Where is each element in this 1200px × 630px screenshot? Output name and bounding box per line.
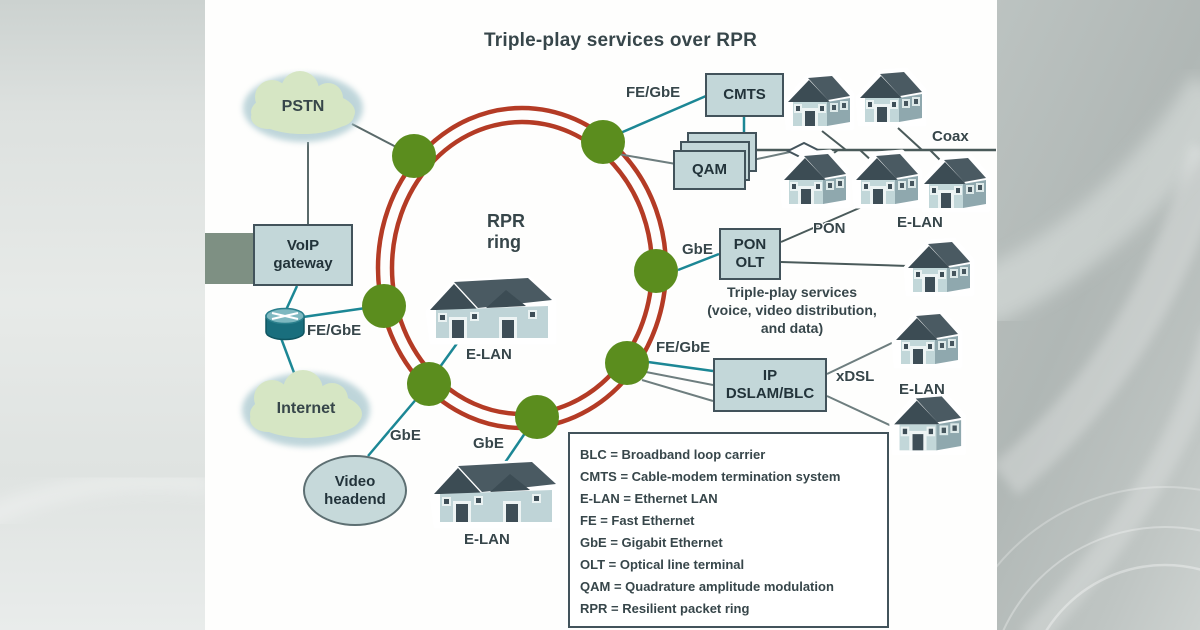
house-icon: [894, 312, 960, 366]
rpr-ring-label: RPR ring: [487, 211, 526, 252]
xdsl-label: xDSL: [836, 368, 875, 385]
legend-item: FE = Fast Ethernet: [580, 513, 695, 528]
gray-band: [205, 233, 253, 284]
house-icon: [858, 70, 924, 124]
rpr-node: [362, 284, 406, 328]
legend-item: CMTS = Cable-modem termination system: [580, 469, 841, 484]
legend-item: E-LAN = Ethernet LAN: [580, 491, 718, 506]
house-icon: [782, 152, 848, 206]
ip-dslam-blc-box: IP DSLAM/BLC: [713, 358, 827, 412]
gbe-video-label: GbE: [390, 427, 421, 444]
internet-cloud: [242, 370, 370, 447]
house-icon: [906, 240, 972, 294]
elan-label-center: E-LAN: [466, 346, 512, 363]
cmts-box: CMTS: [705, 73, 784, 117]
fe-gbe-router-label: FE/GbE: [307, 322, 362, 339]
house-icon: [432, 462, 558, 526]
ring-nodes: [362, 120, 678, 439]
house-icon: [854, 152, 920, 206]
voip-gateway-box: VoIP gateway: [253, 224, 353, 286]
rpr-node: [634, 249, 678, 293]
fe-gbe-cmts-label: FE/GbE: [626, 84, 681, 101]
services-note: Triple-play services (voice, video distr…: [707, 284, 877, 336]
router-icon: [265, 307, 305, 341]
house-icon: [892, 394, 963, 452]
fe-gbe-dslam-label: FE/GbE: [656, 339, 711, 356]
pon-olt-box: PON OLT: [719, 228, 781, 280]
legend-box: BLC = Broadband loop carrier CMTS = Cabl…: [568, 432, 889, 628]
pstn-label: PSTN: [281, 98, 325, 115]
connection-lines: [279, 94, 996, 465]
house-icon: [922, 156, 988, 210]
pstn-cloud: [243, 71, 363, 142]
rpr-node: [392, 134, 436, 178]
video-headend-ellipse: Video headend: [303, 455, 407, 526]
gbe-elan-bottom-label: GbE: [473, 435, 504, 452]
rpr-node: [605, 341, 649, 385]
house-icon: [786, 74, 852, 128]
legend-item: GbE = Gigabit Ethernet: [580, 535, 723, 550]
elan-label-bottom: E-LAN: [464, 531, 510, 548]
legend-item: QAM = Quadrature amplitude modulation: [580, 579, 834, 594]
legend-item: OLT = Optical line terminal: [580, 557, 745, 572]
rpr-node: [581, 120, 625, 164]
qam-box: QAM: [673, 150, 746, 190]
right-gradient-zone: [995, 0, 1200, 630]
elan-label-top-right: E-LAN: [897, 214, 943, 231]
rpr-node: [407, 362, 451, 406]
figure-title: Triple-play services over RPR: [484, 30, 757, 51]
pon-label: PON: [813, 220, 846, 237]
house-icon: [428, 278, 554, 342]
rpr-node: [515, 395, 559, 439]
legend-item: RPR = Resilient packet ring: [580, 601, 750, 616]
swoosh-curves: [0, 75, 1200, 630]
legend-item: BLC = Broadband loop carrier: [580, 447, 766, 462]
internet-label: Internet: [276, 400, 336, 417]
elan-label-bottom-right: E-LAN: [899, 381, 945, 398]
gbe-pon-label: GbE: [682, 241, 713, 258]
coax-label: Coax: [932, 128, 969, 145]
